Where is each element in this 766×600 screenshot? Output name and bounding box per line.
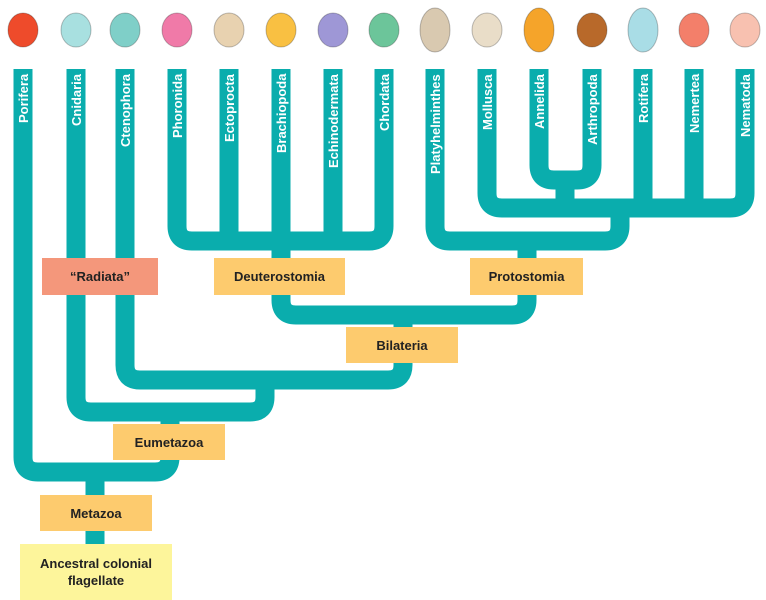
clade-eumetazoa: Eumetazoa bbox=[113, 424, 225, 460]
crab-icon bbox=[576, 12, 608, 48]
ancestral-colonial-flagellate: Ancestral colonial flagellate bbox=[20, 544, 172, 600]
salamander-icon bbox=[368, 12, 400, 48]
jellyfish-icon bbox=[60, 12, 92, 48]
taxon-label-nematoda: Nematoda bbox=[737, 74, 753, 137]
taxon-label-ectoprocta: Ectoprocta bbox=[221, 74, 237, 142]
taxon-label-phoronida: Phoronida bbox=[169, 74, 185, 139]
sea-star-icon bbox=[317, 12, 349, 48]
phoronid-icon bbox=[161, 12, 193, 48]
clade-radiata: “Radiata” bbox=[42, 258, 158, 295]
sponge-icon bbox=[7, 12, 39, 48]
clade-metazoa: Metazoa bbox=[40, 495, 152, 531]
rotifer-icon bbox=[627, 7, 659, 53]
clade-deuterostomia: Deuterostomia bbox=[214, 258, 345, 295]
branch-bilateria bbox=[271, 292, 537, 325]
taxon-label-cnidaria: Cnidaria bbox=[68, 74, 84, 127]
taxon-label-mollusca: Mollusca bbox=[479, 74, 495, 130]
segmented-worm-icon bbox=[523, 7, 555, 53]
taxon-label-rotifera: Rotifera bbox=[635, 74, 651, 124]
bryozoan-icon bbox=[213, 12, 245, 48]
taxon-label-arthropoda: Arthropoda bbox=[584, 74, 600, 145]
taxon-label-porifera: Porifera bbox=[15, 74, 31, 124]
taxon-label-brachiopoda: Brachiopoda bbox=[273, 74, 289, 154]
ribbon-worm-icon bbox=[678, 12, 710, 48]
clade-bilateria: Bilateria bbox=[346, 327, 458, 363]
taxon-label-annelida: Annelida bbox=[531, 74, 547, 129]
comb-jelly-icon bbox=[109, 12, 141, 48]
taxon-label-nemertea: Nemertea bbox=[686, 74, 702, 134]
taxon-label-platyhelminthes: Platyhelminthes bbox=[427, 74, 443, 174]
taxon-label-echinodermata: Echinodermata bbox=[325, 74, 341, 168]
roundworm-icon bbox=[729, 12, 761, 48]
flatworm-icon bbox=[419, 7, 451, 53]
taxon-label-chordata: Chordata bbox=[376, 74, 392, 132]
clade-protostomia: Protostomia bbox=[470, 258, 583, 295]
taxon-label-ctenophora: Ctenophora bbox=[117, 74, 133, 147]
lamp-shell-icon bbox=[265, 12, 297, 48]
branch-protostome-group bbox=[477, 69, 755, 218]
scallop-icon bbox=[471, 12, 503, 48]
